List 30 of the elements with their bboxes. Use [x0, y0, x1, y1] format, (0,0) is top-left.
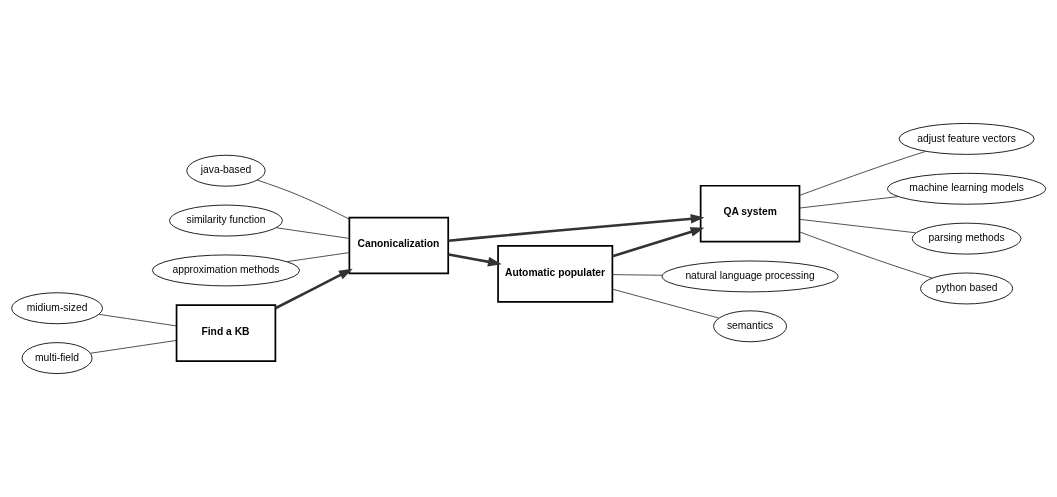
arrow	[612, 227, 705, 258]
node-ellipse: machine learning models	[887, 172, 1047, 205]
node-box: Find a KB	[175, 304, 277, 362]
connector	[799, 231, 933, 279]
connector	[286, 252, 350, 263]
node-box: QA system	[699, 184, 801, 243]
node-ellipse: similarity function	[169, 204, 283, 237]
node-ellipse: approximation methods	[151, 254, 300, 287]
node-ellipse: multi-field	[21, 342, 93, 374]
connector	[799, 196, 899, 209]
connector	[799, 151, 926, 196]
connector	[98, 313, 177, 327]
arrow	[448, 253, 502, 267]
node-ellipse: midium-sized	[11, 292, 103, 325]
node-box: Canonicalization	[348, 216, 450, 275]
connector	[275, 227, 350, 239]
arrow	[448, 213, 705, 243]
node-ellipse: natural language processing	[661, 260, 839, 293]
node-ellipse: adjust feature vectors	[898, 123, 1035, 155]
node-ellipse: semantics	[713, 310, 787, 343]
connector	[799, 218, 917, 234]
node-ellipse: parsing methods	[911, 222, 1022, 255]
node-ellipse: python based	[920, 272, 1014, 305]
node-ellipse: java-based	[186, 154, 266, 187]
connector	[612, 274, 663, 276]
connector	[90, 340, 177, 354]
connector	[256, 179, 350, 220]
arrow	[274, 268, 353, 310]
node-box: Automatic populater	[497, 245, 614, 303]
connector	[612, 288, 720, 319]
